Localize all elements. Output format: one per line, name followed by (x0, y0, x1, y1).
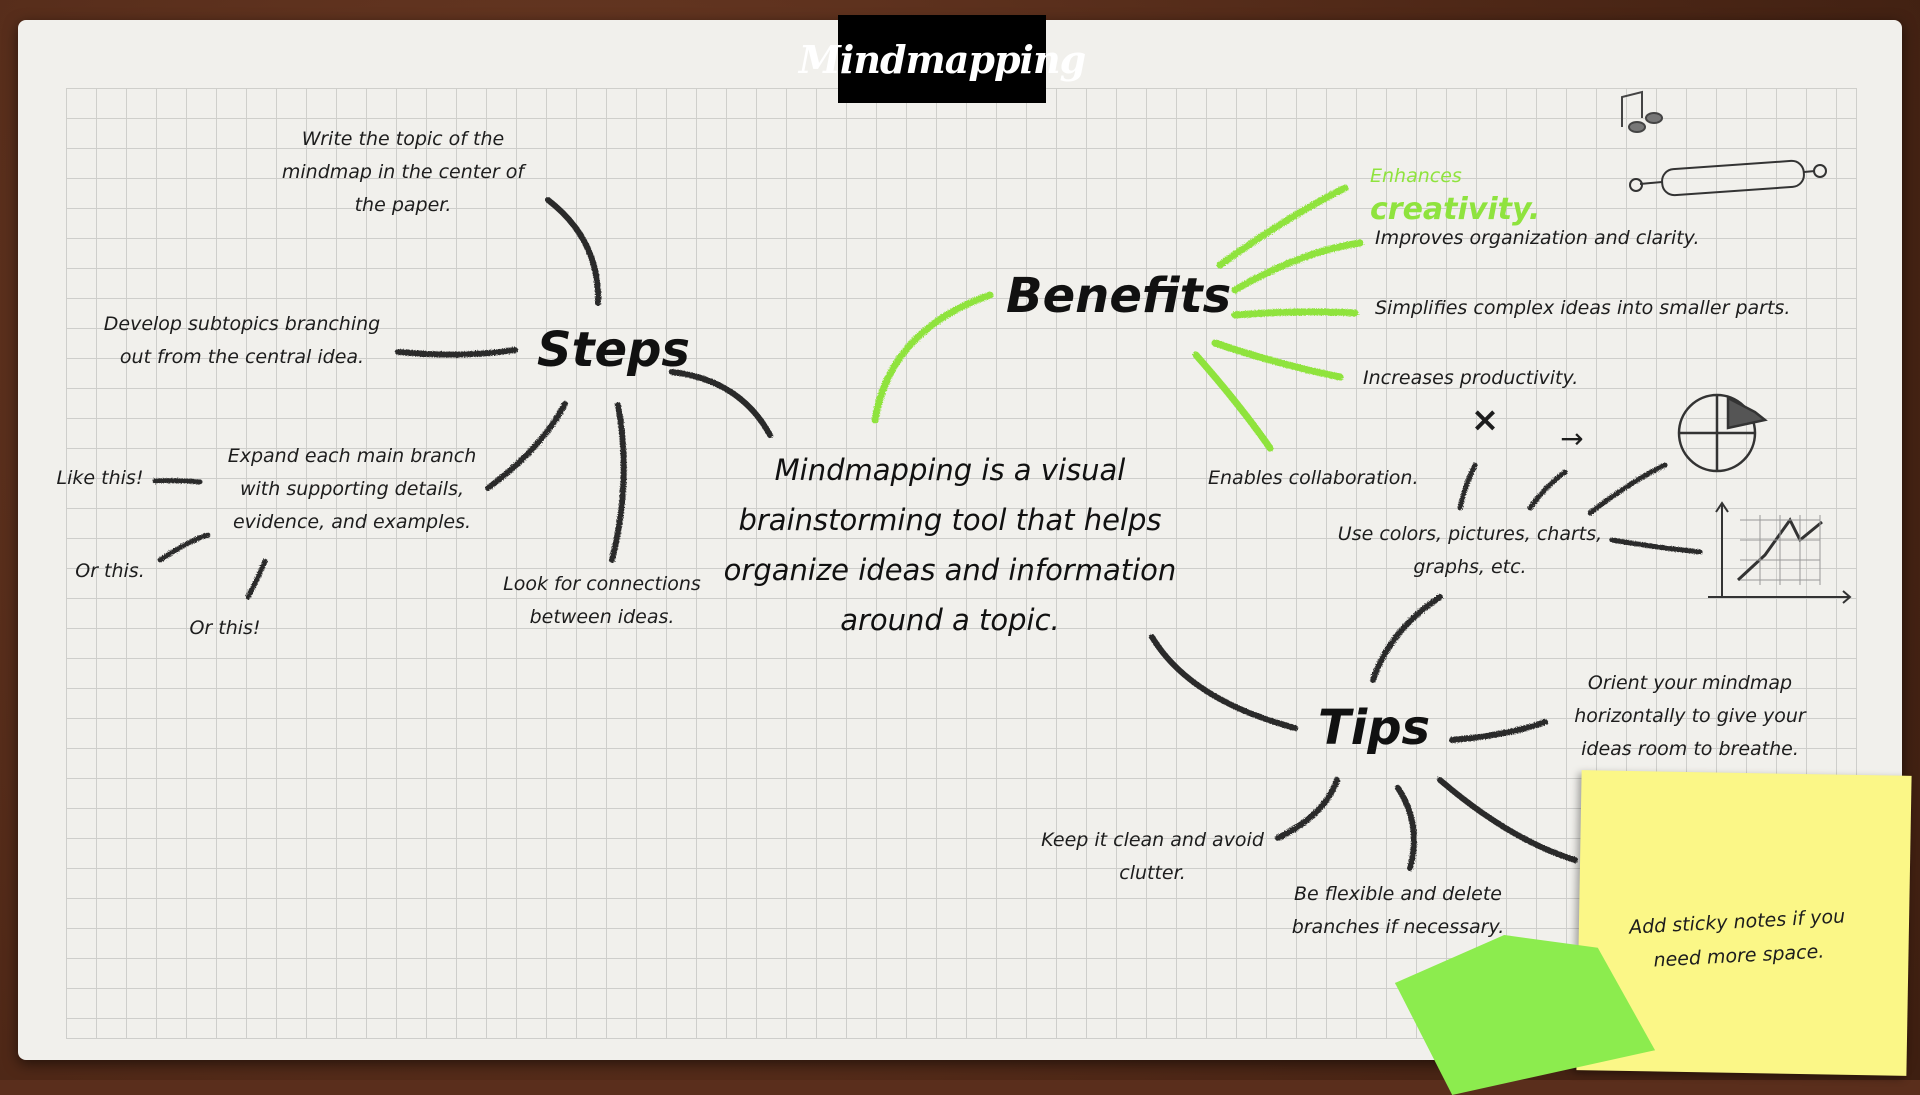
tip-keep-clean: Keep it clean and avoid clutter. (1041, 829, 1264, 884)
step-develop-subtopics: Develop subtopics branching out from the… (103, 313, 381, 368)
benefits-heading: Benefits (1006, 268, 1232, 324)
sticky-note-text: Add sticky notes if you need more space. (1628, 905, 1846, 972)
paper-canvas (18, 20, 1902, 1060)
step-write-topic: Write the topic of the mindmap in the ce… (281, 128, 525, 216)
tips-heading: Tips (1318, 700, 1431, 756)
branch-tips-x (1457, 462, 1478, 511)
step-look-connections: Look for connections between ideas. (503, 573, 701, 628)
grid-background (66, 88, 1857, 1039)
branch-tips-pie (1587, 462, 1668, 516)
benefit-improves: Improves organization and clarity. (1375, 227, 1700, 249)
branch-ex-or2 (245, 558, 268, 600)
branch-steps-develop (395, 347, 518, 358)
branch-tips-orient (1449, 719, 1548, 743)
branch-benefits-center (871, 291, 994, 424)
benefit-enables: Enables collaboration. (1208, 467, 1419, 489)
benefit-simplifies: Simplifies complex ideas into smaller pa… (1375, 297, 1791, 319)
tip-orient: Orient your mindmap horizontally to give… (1574, 672, 1806, 760)
branch-tips-keep (1275, 777, 1340, 841)
benefit-increases: Increases productivity. (1363, 367, 1579, 389)
central-idea: Mindmapping is a visual brainstorming to… (723, 453, 1177, 637)
branch-steps-center (669, 369, 773, 438)
music-note-icon (1621, 90, 1663, 133)
benefit-enhances: Enhances creativity. (1370, 160, 1630, 230)
rolling-pin-icon (1629, 159, 1827, 197)
branch-tips-arrow (1527, 469, 1568, 511)
branch-tips-extra (1437, 777, 1578, 863)
branch-steps-write (545, 197, 602, 306)
arrow-right-icon: → (1560, 422, 1584, 455)
pie-chart-icon (1677, 393, 1768, 473)
branch-benefits-enhances (1216, 184, 1349, 269)
branch-tips-graph (1609, 537, 1703, 555)
benefit-enhances-word: creativity. (1370, 192, 1541, 227)
step-expand-branch: Expand each main branch with supporting … (227, 445, 477, 533)
branch-benefits-simplifies (1231, 308, 1359, 319)
line-graph-icon (1708, 501, 1852, 604)
branch-tips-flex (1395, 785, 1417, 871)
example-or-this-2: Or this! (189, 617, 261, 639)
branch-tips-center (1149, 634, 1298, 731)
branch-ex-like (152, 478, 203, 485)
steps-heading: Steps (537, 322, 690, 378)
branch-benefits-improves (1231, 239, 1364, 294)
branch-steps-expand (485, 401, 568, 491)
branch-ex-or1 (157, 532, 211, 563)
branch-steps-look (609, 402, 627, 563)
branch-benefits-increases (1211, 339, 1344, 381)
page-title: Mindmapping (799, 15, 1086, 103)
benefit-enhances-prefix: Enhances (1370, 165, 1462, 187)
branch-benefits-enables (1192, 351, 1274, 452)
close-icon: × (1470, 400, 1500, 440)
example-or-this-1: Or this. (75, 560, 145, 582)
example-like-this: Like this! (56, 467, 144, 489)
branch-tips-use (1370, 594, 1443, 683)
tip-use-colors: Use colors, pictures, charts, graphs, et… (1337, 523, 1603, 578)
tip-be-flexible: Be flexible and delete branches if neces… (1291, 883, 1505, 938)
